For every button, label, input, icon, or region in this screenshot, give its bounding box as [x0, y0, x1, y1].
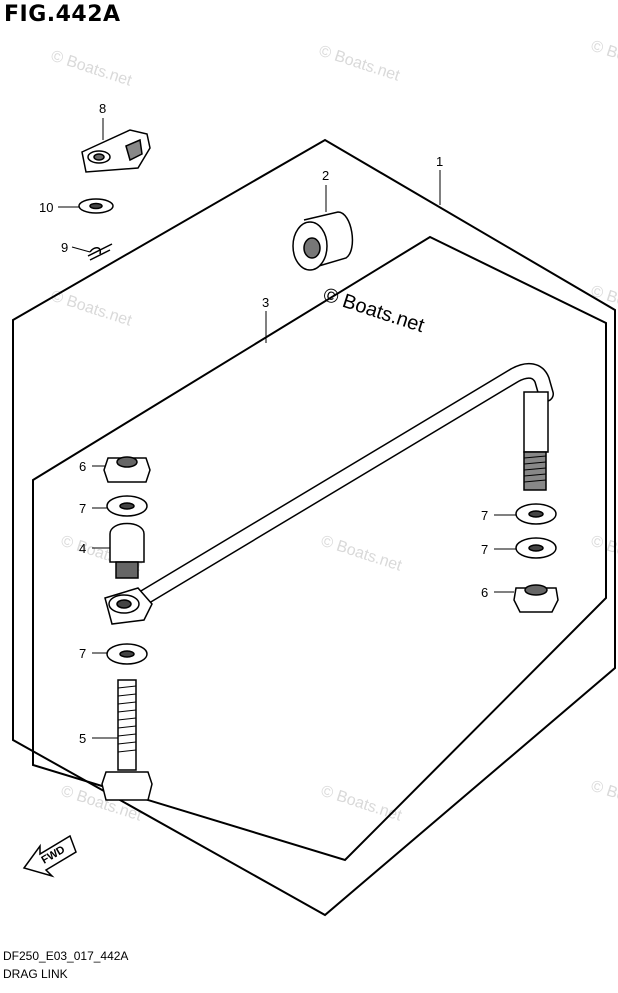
callouts: 1 2 3 8 10 9 6 7 4 7 5 7 7 6: [39, 101, 488, 746]
callout-7-right-bottom: 7: [481, 542, 488, 557]
washer-part-7-left-top: [106, 495, 148, 517]
callout-4: 4: [79, 541, 86, 556]
callout-9: 9: [61, 240, 68, 255]
bushing-part: [292, 211, 354, 271]
watermark: © Boats.net: [589, 38, 618, 80]
assembly-outline: [12, 138, 616, 917]
drag-link-rod: [104, 362, 554, 625]
callout-7-left-top: 7: [79, 501, 86, 516]
fwd-arrow-icon: FWD: [22, 834, 77, 878]
callout-10: 10: [39, 200, 53, 215]
watermark: © Boats.net: [319, 783, 405, 825]
washer-part-10: [78, 198, 114, 214]
bolt-part: [101, 679, 153, 801]
callout-7-right-top: 7: [481, 508, 488, 523]
watermark: © Boats.net: [589, 533, 618, 575]
diagram-name: DRAG LINK: [3, 967, 68, 981]
clevis-part: [81, 129, 151, 173]
washer-part-7-right-bottom: [515, 537, 557, 559]
subassembly-outline: [32, 235, 607, 862]
figure-title: FIG.442A: [4, 2, 121, 27]
watermark: © Boats.net: [49, 48, 135, 90]
nut-part-6-left: [103, 456, 151, 483]
callout-6-left: 6: [79, 459, 86, 474]
watermark: © Boats.net: [589, 778, 618, 820]
watermark: © Boats.net: [319, 533, 405, 575]
washer-part-7-left-bottom: [106, 643, 148, 665]
washer-part-7-right-top: [515, 503, 557, 525]
nut-part-6-right: [513, 584, 559, 613]
watermark: © Boats.net: [49, 288, 135, 330]
callout-8: 8: [99, 101, 106, 116]
diagram-code: DF250_E03_017_442A: [3, 949, 129, 963]
watermark: © Boats.net: [317, 43, 403, 85]
collar-part: [109, 522, 145, 579]
leader-lines: [58, 118, 516, 739]
callout-3: 3: [262, 295, 269, 310]
callout-6-right: 6: [481, 585, 488, 600]
callout-2: 2: [322, 168, 329, 183]
boats-net-watermark: © Boats.net: [320, 284, 427, 337]
callout-7-left-bottom: 7: [79, 646, 86, 661]
callout-1: 1: [436, 154, 443, 169]
cotter-pin-part: [87, 243, 113, 261]
callout-5: 5: [79, 731, 86, 746]
